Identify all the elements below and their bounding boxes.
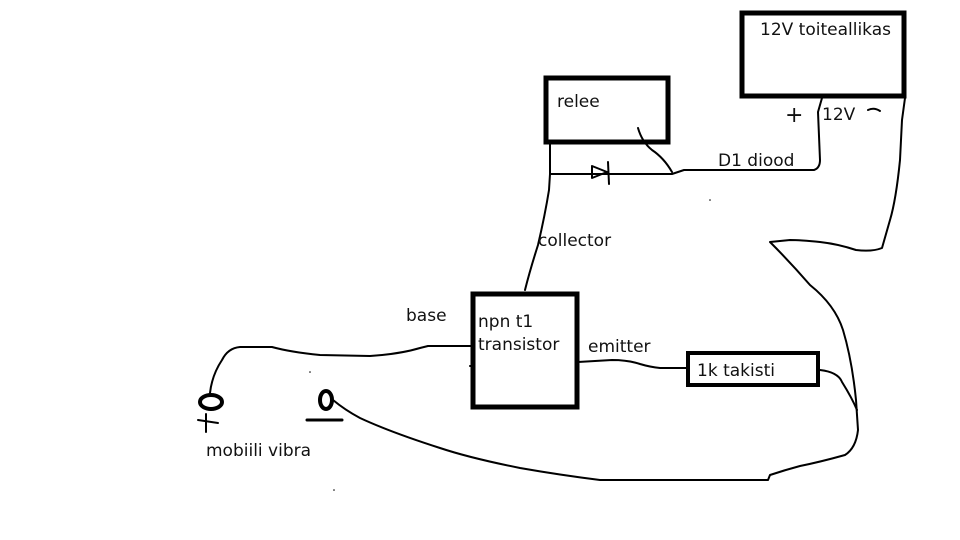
- diode-label: D1 diood: [718, 151, 794, 171]
- wire-base: [209, 345, 473, 394]
- voltage-label: 12V: [822, 105, 856, 125]
- transistor-label-line2: transistor: [478, 335, 559, 355]
- stray-dot: [709, 199, 711, 201]
- resistor: 1k takisti: [686, 351, 820, 387]
- relay-label: relee: [557, 92, 600, 112]
- transistor: npn t1 transistor: [470, 291, 580, 410]
- wire-resistor-out: [819, 369, 858, 411]
- stray-dot: [309, 371, 311, 373]
- wire-emitter: [577, 359, 689, 369]
- stray-dot: [333, 489, 335, 491]
- base-label: base: [406, 306, 447, 326]
- vibrator-label: mobiili vibra: [206, 441, 311, 461]
- wire-relay-coil: [637, 127, 673, 173]
- vibrator: mobiili vibra: [197, 389, 344, 461]
- power-supply-box: [739, 10, 907, 99]
- minus-terminal-sign: [867, 107, 881, 112]
- power-supply-label: 12V toiteallikas: [760, 20, 891, 40]
- collector-label: collector: [538, 231, 611, 251]
- resistor-label: 1k takisti: [697, 361, 775, 381]
- relay: relee: [543, 75, 671, 145]
- transistor-label-line1: npn t1: [478, 312, 533, 332]
- plus-terminal-sign: +: [785, 103, 803, 128]
- vibrator-terminal-plus: [198, 393, 224, 411]
- wire-collector: [524, 173, 551, 291]
- emitter-label: emitter: [588, 337, 651, 357]
- relay-box: [543, 75, 671, 145]
- vibrator-terminal-minus: [318, 389, 334, 411]
- wire-diode-to-plus: [549, 97, 823, 175]
- diode-triangle: [591, 165, 608, 179]
- vibrator-plus-mark: [197, 413, 219, 433]
- transistor-box: [470, 291, 580, 410]
- power-supply: 12V toiteallikas + 12V: [739, 10, 907, 128]
- wire-ground-loop: [332, 97, 906, 481]
